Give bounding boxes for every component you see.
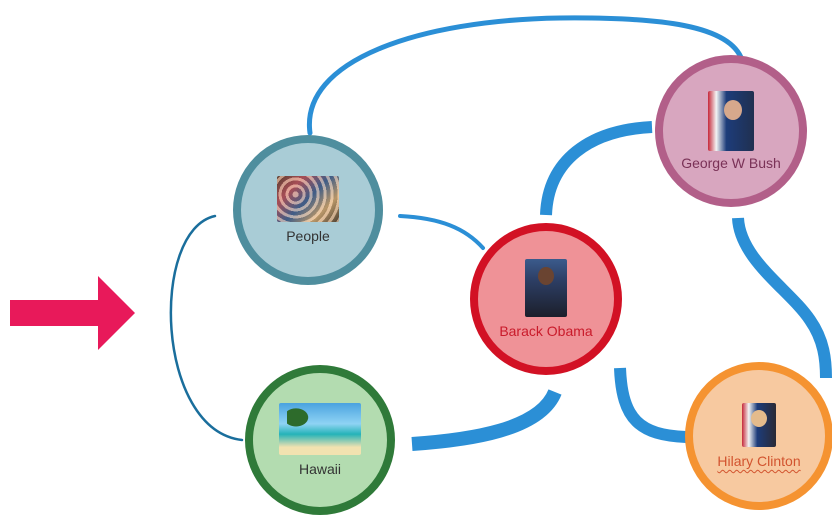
edge-obama-clinton[interactable] — [614, 367, 687, 443]
edge-obama-hawaii[interactable] — [411, 388, 562, 451]
crowd-photo — [277, 176, 339, 222]
edge-people-bush[interactable] — [306, 15, 745, 136]
edge-people-obama[interactable] — [398, 214, 485, 250]
edge-obama-bush[interactable] — [540, 121, 653, 216]
node-george-w-bush-label: George W Bush — [681, 155, 781, 171]
edge-bush-clinton[interactable] — [732, 217, 832, 379]
right-arrow-icon — [10, 276, 135, 350]
node-barack-obama-label: Barack Obama — [499, 323, 593, 339]
node-people[interactable]: People — [233, 135, 383, 285]
clinton-portrait — [742, 403, 776, 447]
node-hilary-clinton[interactable]: Hilary Clinton — [685, 362, 832, 510]
beach-photo — [279, 403, 361, 455]
obama-portrait — [525, 259, 567, 317]
bush-portrait — [708, 91, 754, 151]
edge-people-hawaii[interactable] — [169, 214, 244, 442]
node-hawaii-label: Hawaii — [298, 461, 341, 477]
node-barack-obama[interactable]: Barack Obama — [470, 223, 622, 375]
node-hawaii[interactable]: Hawaii — [245, 365, 395, 515]
node-hilary-clinton-label: Hilary Clinton — [717, 453, 801, 469]
node-george-w-bush[interactable]: George W Bush — [655, 55, 807, 207]
node-people-label: People — [286, 228, 330, 244]
